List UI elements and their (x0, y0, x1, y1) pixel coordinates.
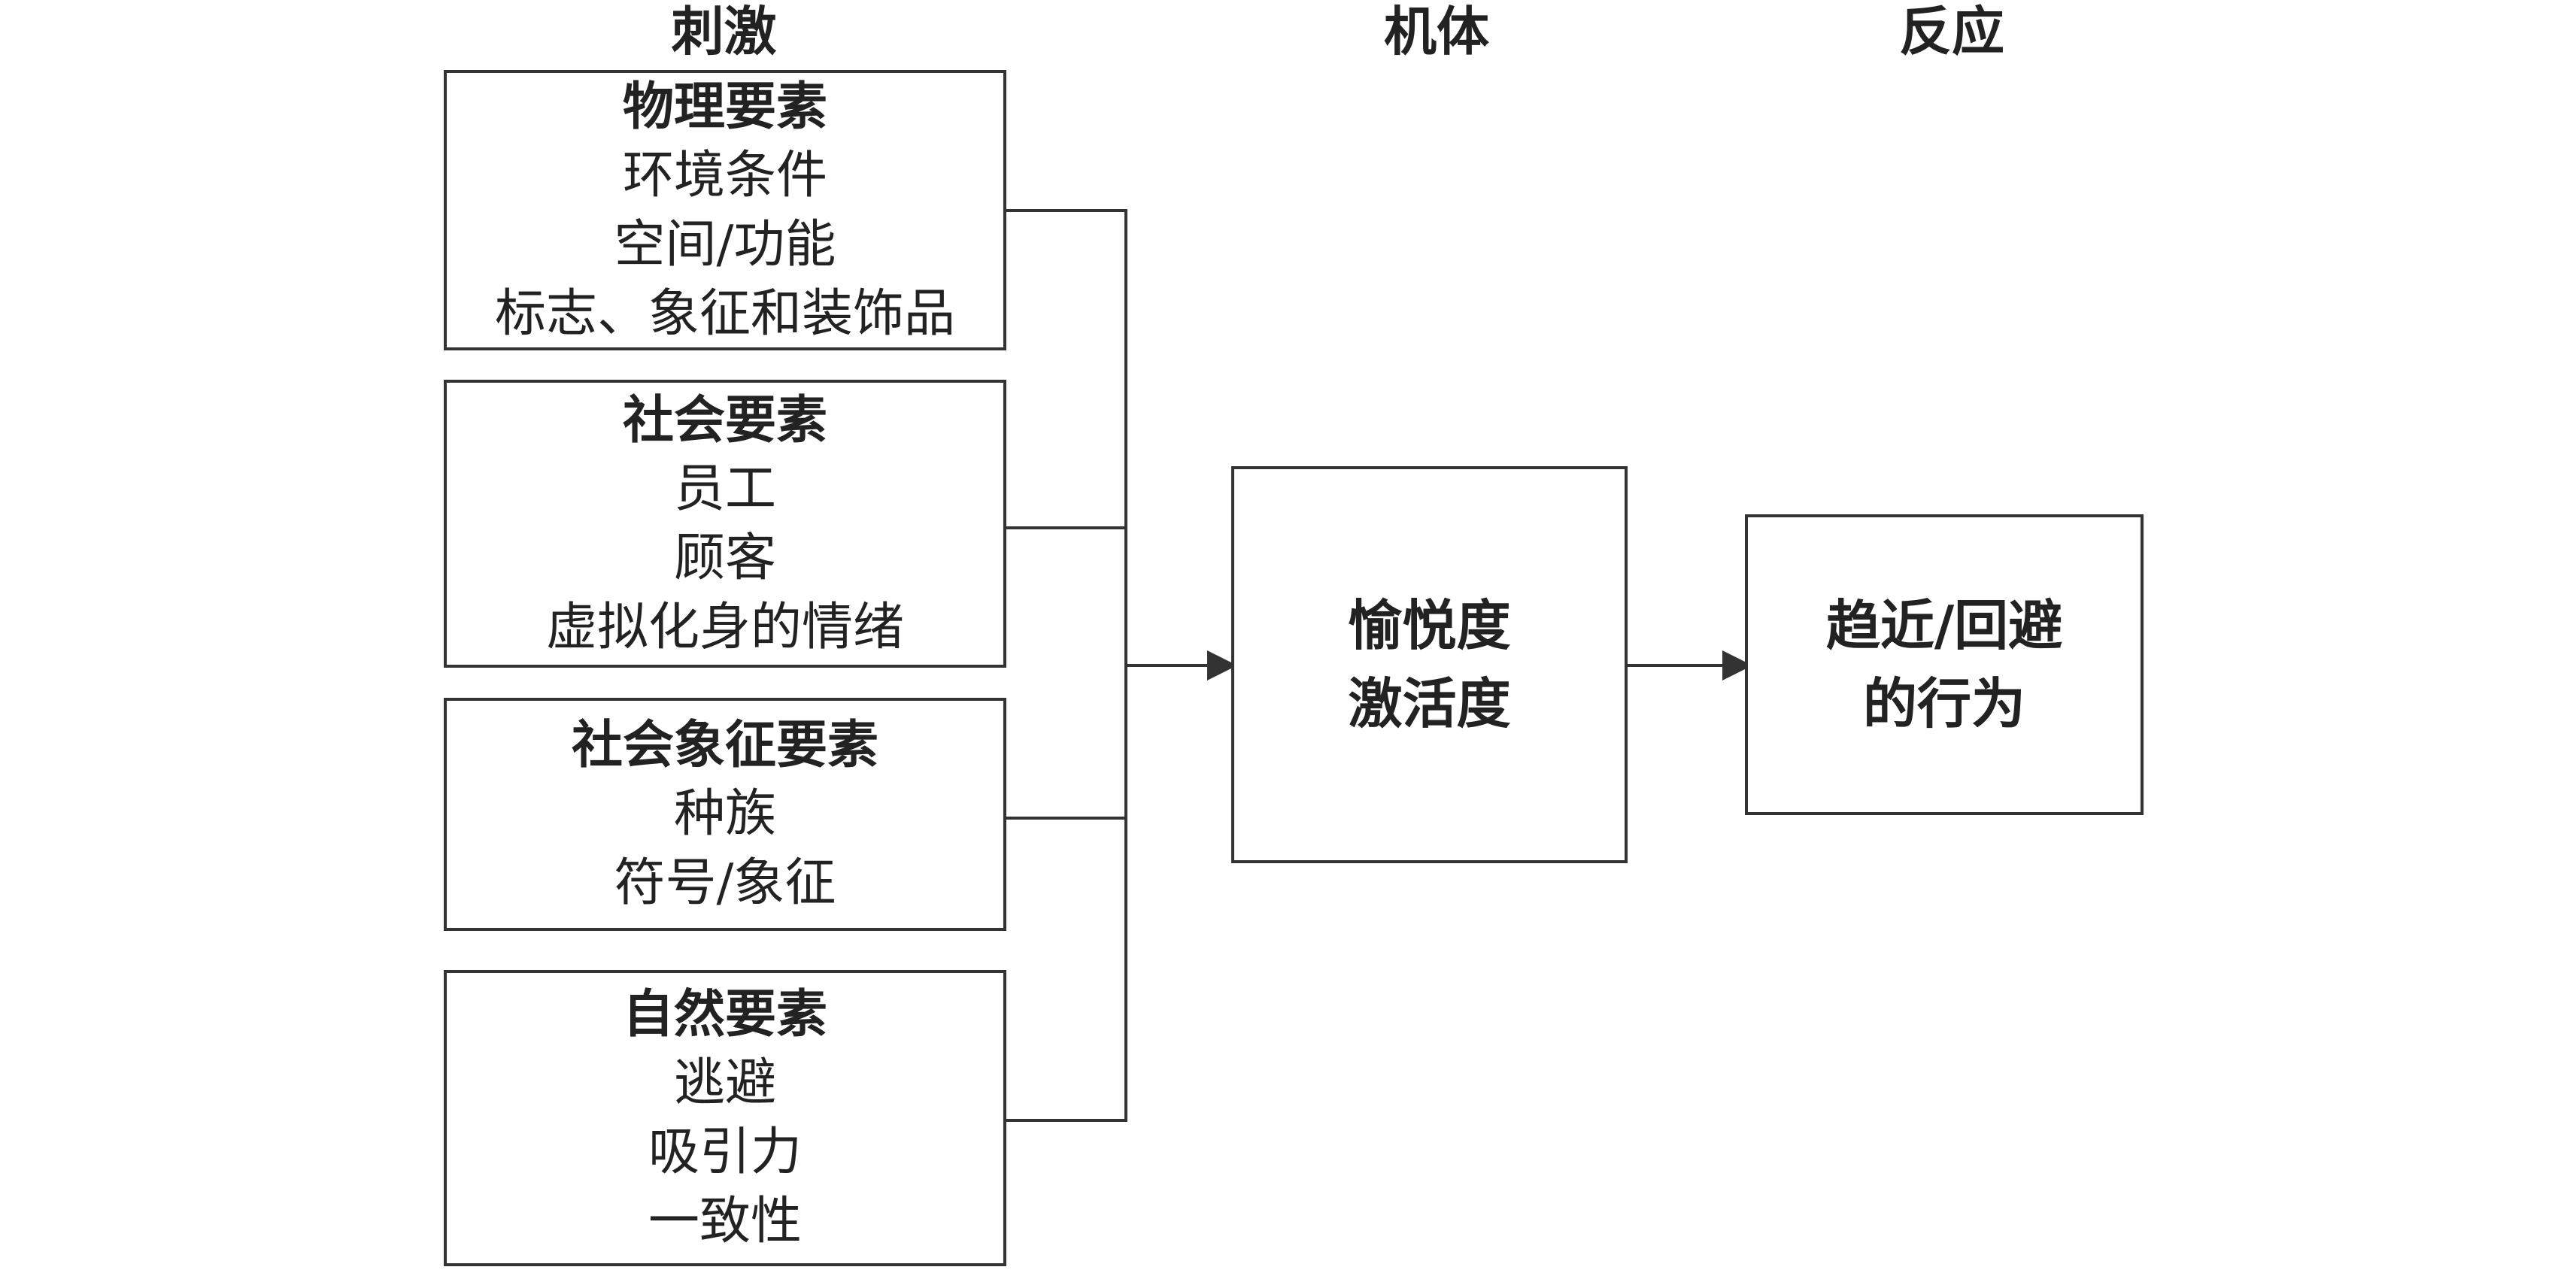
header-response: 反应 (1899, 0, 2004, 62)
organism-line: 愉悦度 (1348, 593, 1511, 657)
response-line: 的行为 (1862, 671, 2025, 735)
box-item: 吸引力 (648, 1123, 802, 1182)
header-stimulus: 刺激 (671, 0, 777, 62)
box-item: 逃避 (673, 1053, 776, 1113)
stimulus-box-natural: 自然要素 逃避 吸引力 一致性 (444, 970, 1006, 1266)
box-item: 一致性 (648, 1192, 802, 1251)
response-line: 趋近/回避 (1825, 593, 2063, 657)
stimulus-box-social: 社会要素 员工 顾客 虚拟化身的情绪 (444, 380, 1006, 668)
box-item: 空间/功能 (614, 214, 836, 274)
box-item: 员工 (673, 459, 776, 519)
box-item: 标志、象征和装饰品 (494, 283, 955, 344)
box-title: 社会象征要素 (571, 715, 878, 775)
organism-box: 愉悦度 激活度 (1231, 466, 1628, 863)
stimulus-box-physical: 物理要素 环境条件 空间/功能 标志、象征和装饰品 (444, 70, 1006, 350)
stimulus-box-social-symbolic: 社会象征要素 种族 符号/象征 (444, 698, 1006, 931)
box-title: 社会要素 (622, 389, 827, 450)
box-item: 环境条件 (622, 145, 827, 205)
arrowhead-response (1722, 650, 1752, 680)
box-title: 物理要素 (622, 76, 827, 137)
arrowhead-organism (1207, 650, 1237, 680)
box-title: 自然要素 (622, 984, 827, 1044)
box-item: 虚拟化身的情绪 (545, 597, 904, 657)
box-item: 顾客 (673, 528, 776, 588)
box-item: 种族 (673, 784, 776, 844)
box-item: 符号/象征 (614, 853, 836, 913)
header-organism: 机体 (1384, 0, 1489, 62)
response-box: 趋近/回避 的行为 (1745, 514, 2144, 815)
organism-line: 激活度 (1348, 671, 1511, 735)
